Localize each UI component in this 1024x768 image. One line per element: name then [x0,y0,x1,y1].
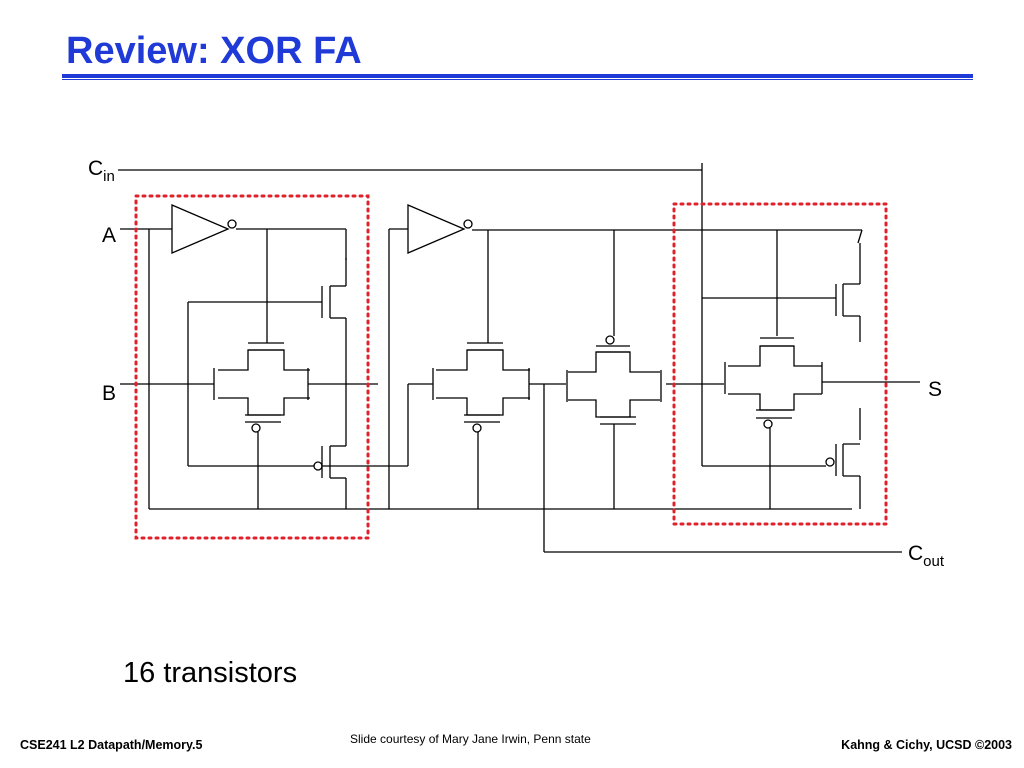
cout-label: Cout [908,542,945,570]
title-underline [62,74,973,78]
b-label: B [102,382,116,405]
cin-label: Cin [88,157,115,185]
highlight-box-right [672,202,888,526]
a-label: A [102,224,116,247]
footer-course: CSE241 L2 Datapath/Memory.5 [20,738,203,752]
inverter-1 [171,204,230,254]
inverter-2 [407,204,466,254]
inverter-1-bubble [227,219,237,229]
title-underline-thin [62,79,973,80]
slide-title: Review: XOR FA [66,30,362,72]
footer-copyright: Kahng & Cichy, UCSD ©2003 [841,738,1012,752]
highlight-box-left [134,194,370,540]
inverter-2-bubble [463,219,473,229]
footer-credit: Slide courtesy of Mary Jane Irwin, Penn … [350,732,591,746]
s-label: S [928,378,942,401]
transistor-count-note: 16 transistors [123,657,298,689]
